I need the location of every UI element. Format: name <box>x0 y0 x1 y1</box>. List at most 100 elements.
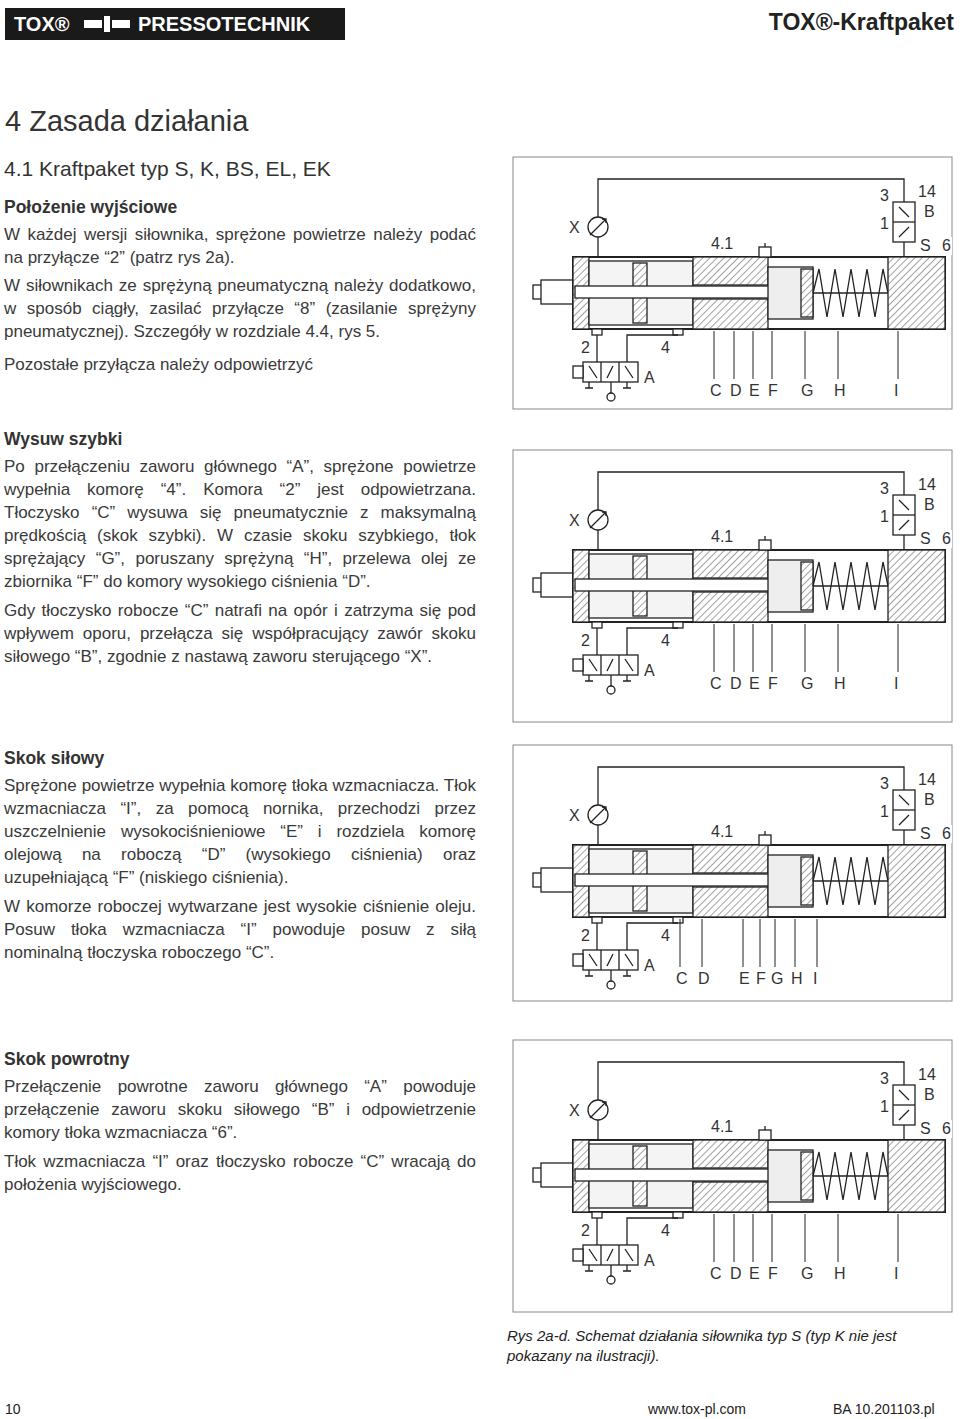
port-number: 4 <box>660 632 671 650</box>
valve-label: S <box>919 1120 932 1138</box>
part-letter: D <box>697 970 711 988</box>
part-letter: G <box>800 675 814 693</box>
section-heading: 4.1 Kraftpaket typ S, K, BS, EL, EK <box>4 156 476 182</box>
valve-label: B <box>923 791 936 809</box>
paragraph: Sprężone powietrze wypełnia komorę tłoka… <box>4 774 476 889</box>
part-letter: C <box>709 1265 723 1283</box>
port-number: 1 <box>879 508 890 526</box>
paragraph: Gdy tłoczysko robocze “C” natrafi na opó… <box>4 599 476 668</box>
port-number: 4.1 <box>710 528 734 546</box>
port-number: 6 <box>941 825 952 843</box>
website: www.tox-pl.com <box>648 1400 746 1418</box>
part-letter: G <box>800 382 814 400</box>
paragraph: Przełączenie powrotne zaworu głównego “A… <box>4 1075 476 1144</box>
part-letter: F <box>755 970 767 988</box>
valve-label: A <box>643 1252 656 1270</box>
logo-icon <box>84 16 130 32</box>
logo-text: PRESSOTECHNIK <box>138 12 310 36</box>
valve-label: A <box>643 957 656 975</box>
part-letter: E <box>748 1265 761 1283</box>
part-letter: F <box>767 1265 779 1283</box>
valve-label: B <box>923 203 936 221</box>
valve-label: X <box>568 1102 581 1120</box>
cylinder-schematic <box>533 1062 945 1284</box>
cylinder-schematic <box>533 179 945 401</box>
part-letter: I <box>812 970 818 988</box>
part-letter: E <box>748 675 761 693</box>
port-number: 2 <box>580 1222 591 1240</box>
port-number: 3 <box>879 187 890 205</box>
paragraph: W każdej wersji siłownika, sprężone powi… <box>4 223 476 269</box>
part-letter: D <box>729 1265 743 1283</box>
valve-label: B <box>923 496 936 514</box>
port-number: 1 <box>879 1098 890 1116</box>
port-number: 2 <box>580 339 591 357</box>
text-section: 4.1 Kraftpaket typ S, K, BS, EL, EK Położ… <box>4 156 476 376</box>
part-letter: H <box>790 970 804 988</box>
logo-text: TOX® <box>14 12 70 36</box>
part-letter: E <box>738 970 751 988</box>
valve-label: B <box>923 1086 936 1104</box>
subsection-heading: Położenie wyjściowe <box>4 196 476 218</box>
port-number: 14 <box>917 1066 937 1084</box>
port-number: 3 <box>879 775 890 793</box>
part-letter: F <box>767 382 779 400</box>
paragraph: Pozostałe przyłącza należy odpowietrzyć <box>4 353 476 376</box>
port-number: 2 <box>580 632 591 650</box>
figure-frame <box>513 157 952 409</box>
part-letter: G <box>800 1265 814 1283</box>
product-name: TOX®-Kraftpaket <box>769 8 954 36</box>
subsection-heading: Skok powrotny <box>4 1048 476 1070</box>
port-number: 4 <box>660 339 671 357</box>
header-bar <box>5 8 345 40</box>
part-letter: D <box>729 382 743 400</box>
figure-frame <box>513 450 952 722</box>
port-number: 4.1 <box>710 235 734 253</box>
valve-label: X <box>568 219 581 237</box>
part-letter: I <box>893 382 899 400</box>
valve-label: X <box>568 512 581 530</box>
port-number: 1 <box>879 803 890 821</box>
paragraph: Tłok wzmacniacza “I” oraz tłoczysko robo… <box>4 1150 476 1196</box>
paragraph: W siłownikach ze sprężyną pneumatyczną n… <box>4 274 476 343</box>
page-title: 4 Zasada działania <box>5 104 248 138</box>
port-number: 1 <box>879 215 890 233</box>
port-number: 4 <box>660 927 671 945</box>
part-letter: I <box>893 675 899 693</box>
port-number: 14 <box>917 771 937 789</box>
part-letter: H <box>833 382 847 400</box>
valve-label: S <box>919 237 932 255</box>
part-letter: H <box>833 1265 847 1283</box>
port-number: 6 <box>941 237 952 255</box>
document-code: BA 10.201103.pl <box>833 1400 935 1418</box>
part-letter: D <box>729 675 743 693</box>
valve-label: X <box>568 807 581 825</box>
valve-label: S <box>919 530 932 548</box>
port-number: 14 <box>917 183 937 201</box>
port-number: 14 <box>917 476 937 494</box>
part-letter: C <box>709 382 723 400</box>
part-letter: C <box>675 970 689 988</box>
part-letter: E <box>748 382 761 400</box>
valve-label: S <box>919 825 932 843</box>
figure-frame <box>513 1040 952 1312</box>
part-letter: H <box>833 675 847 693</box>
figure-frame <box>513 745 952 1001</box>
port-number: 3 <box>879 1070 890 1088</box>
part-letter: I <box>893 1265 899 1283</box>
port-number: 4 <box>660 1222 671 1240</box>
port-number: 3 <box>879 480 890 498</box>
text-section: Skok powrotnyPrzełączenie powrotne zawor… <box>4 1048 476 1196</box>
figure-caption: Rys 2a-d. Schemat działania siłownika ty… <box>507 1326 952 1366</box>
subsection-heading: Wysuw szybki <box>4 428 476 450</box>
part-letter: F <box>767 675 779 693</box>
page-number: 10 <box>5 1400 21 1418</box>
paragraph: Po przełączeniu zaworu głównego “A”, spr… <box>4 455 476 593</box>
cylinder-schematic <box>533 767 945 989</box>
paragraph: W komorze roboczej wytwarzane jest wysok… <box>4 895 476 964</box>
cylinder-schematic <box>533 472 945 694</box>
port-number: 6 <box>941 530 952 548</box>
port-number: 2 <box>580 927 591 945</box>
text-section: Wysuw szybki Po przełączeniu zaworu główn… <box>4 428 476 668</box>
